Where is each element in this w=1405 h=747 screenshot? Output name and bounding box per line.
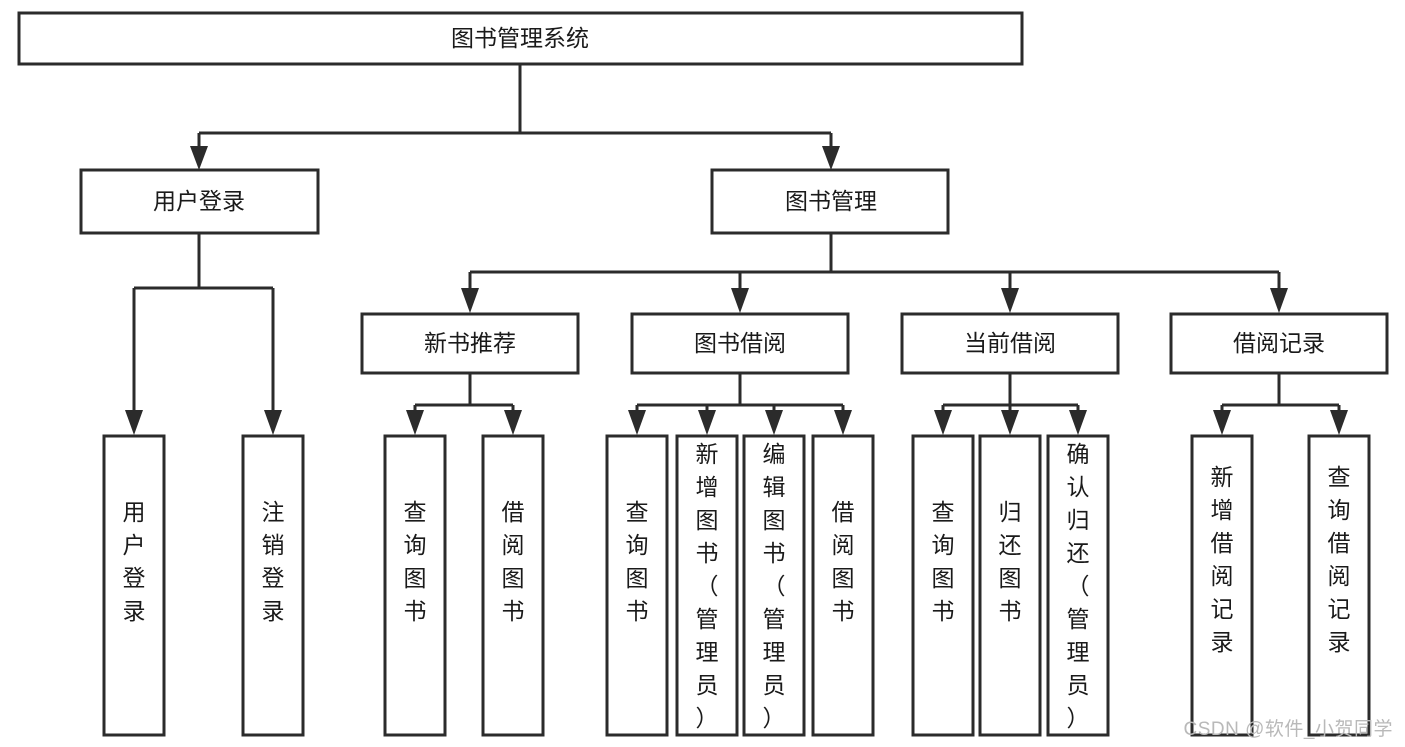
root-box[interactable] <box>17 11 1024 66</box>
leaf-query-book-1-box[interactable] <box>383 434 447 737</box>
arrow-current-borrow-to-leaf-query-book-3 <box>934 410 952 435</box>
arrow-current-borrow-to-leaf-return-book <box>1001 410 1019 435</box>
arrow-root-to-book-manage <box>822 146 840 170</box>
leaf-return-book-label: 归还图书 <box>999 499 1022 624</box>
connector-book-manage-trunk <box>468 233 1281 292</box>
leaf-add-record-box[interactable] <box>1190 434 1254 737</box>
arrow-book-manage-to-new-book-recommend <box>461 288 479 313</box>
leaf-edit-book-box[interactable] <box>742 434 806 737</box>
node-book-manage[interactable]: 图书管理 <box>710 168 950 235</box>
node-leaf-query-book-2[interactable]: 查询图书 <box>605 434 669 737</box>
arrow-book-manage-to-current-borrow <box>1001 288 1019 313</box>
arrow-borrow-record-to-leaf-query-record <box>1330 410 1348 435</box>
leaf-add-book-label: 新增图书（管理员） <box>696 441 719 731</box>
leaf-user-logout-label: 注销登录 <box>262 499 285 624</box>
arrow-new-book-recommend-to-leaf-borrow-book-1 <box>504 410 522 435</box>
node-root[interactable]: 图书管理系统 <box>17 11 1024 66</box>
connector-book-borrow-trunk <box>635 373 845 414</box>
node-leaf-query-book-1[interactable]: 查询图书 <box>383 434 447 737</box>
node-leaf-borrow-book-1[interactable]: 借阅图书 <box>481 434 545 737</box>
node-user-login[interactable]: 用户登录 <box>79 168 320 235</box>
new-book-recommend-box[interactable] <box>360 312 580 375</box>
root-label: 图书管理系统 <box>451 25 589 51</box>
book-manage-label: 图书管理 <box>785 188 877 214</box>
leaf-confirm-return-label: 确认归还（管理员） <box>1067 441 1090 731</box>
node-borrow-record[interactable]: 借阅记录 <box>1169 312 1389 375</box>
leaf-query-book-2-label: 查询图书 <box>626 499 649 624</box>
leaf-query-record-label: 查询借阅记录 <box>1328 464 1351 655</box>
leaf-borrow-book-2-label: 借阅图书 <box>832 499 855 624</box>
connector-borrow-record-trunk <box>1220 373 1341 414</box>
connector-layer <box>125 64 1348 435</box>
arrow-borrow-record-to-leaf-add-record <box>1213 410 1231 435</box>
node-book-borrow[interactable]: 图书借阅 <box>630 312 850 375</box>
leaf-add-book-box[interactable] <box>675 434 739 737</box>
leaf-confirm-return-box[interactable] <box>1046 434 1110 737</box>
leaf-user-login-box[interactable] <box>102 434 166 737</box>
current-borrow-label: 当前借阅 <box>964 330 1056 356</box>
node-new-book-recommend[interactable]: 新书推荐 <box>360 312 580 375</box>
arrow-book-borrow-to-leaf-add-book <box>698 410 716 435</box>
arrow-user-login-to-leaf-user-logout <box>264 410 282 435</box>
node-leaf-confirm-return[interactable]: 确认归还（管理员） <box>1046 434 1110 737</box>
arrow-book-borrow-to-leaf-query-book-2 <box>628 410 646 435</box>
arrow-root-to-user-login <box>190 146 208 170</box>
book-manage-box[interactable] <box>710 168 950 235</box>
arrow-current-borrow-to-leaf-confirm-return <box>1069 410 1087 435</box>
node-leaf-edit-book[interactable]: 编辑图书（管理员） <box>742 434 806 737</box>
node-current-borrow[interactable]: 当前借阅 <box>900 312 1120 375</box>
borrow-record-label: 借阅记录 <box>1233 330 1325 356</box>
arrow-book-borrow-to-leaf-borrow-book-2 <box>834 410 852 435</box>
node-leaf-return-book[interactable]: 归还图书 <box>978 434 1042 737</box>
leaf-borrow-book-1-box[interactable] <box>481 434 545 737</box>
connector-user-login-trunk <box>132 233 275 414</box>
arrow-new-book-recommend-to-leaf-query-book-1 <box>406 410 424 435</box>
leaf-query-book-3-label: 查询图书 <box>932 499 955 624</box>
leaf-query-book-2-box[interactable] <box>605 434 669 737</box>
node-leaf-add-book[interactable]: 新增图书（管理员） <box>675 434 739 737</box>
leaf-borrow-book-2-box[interactable] <box>811 434 875 737</box>
node-leaf-user-logout[interactable]: 注销登录 <box>241 434 305 737</box>
leaf-query-record-box[interactable] <box>1307 434 1371 737</box>
book-borrow-label: 图书借阅 <box>694 330 786 356</box>
leaf-query-book-3-box[interactable] <box>911 434 975 737</box>
arrow-book-borrow-to-leaf-edit-book <box>765 410 783 435</box>
leaf-return-book-box[interactable] <box>978 434 1042 737</box>
user-login-box[interactable] <box>79 168 320 235</box>
leaf-user-logout-box[interactable] <box>241 434 305 737</box>
node-leaf-borrow-book-2[interactable]: 借阅图书 <box>811 434 875 737</box>
connector-new-book-recommend-trunk <box>413 373 515 414</box>
node-leaf-add-record[interactable]: 新增借阅记录 <box>1190 434 1254 737</box>
connector-root-trunk <box>197 64 833 152</box>
leaf-add-record-label: 新增借阅记录 <box>1211 464 1234 655</box>
csdn-watermark: CSDN @软件_小贺同学 <box>1183 719 1393 740</box>
arrow-user-login-to-leaf-user-login <box>125 410 143 435</box>
book-borrow-box[interactable] <box>630 312 850 375</box>
user-login-label: 用户登录 <box>153 188 245 214</box>
node-leaf-query-book-3[interactable]: 查询图书 <box>911 434 975 737</box>
leaf-borrow-book-1-label: 借阅图书 <box>502 499 525 624</box>
node-leaf-user-login[interactable]: 用户登录 <box>102 434 166 737</box>
borrow-record-box[interactable] <box>1169 312 1389 375</box>
leaf-user-login-label: 用户登录 <box>123 499 146 624</box>
leaf-query-book-1-label: 查询图书 <box>404 499 427 624</box>
node-leaf-query-record[interactable]: 查询借阅记录 <box>1307 434 1371 737</box>
current-borrow-box[interactable] <box>900 312 1120 375</box>
arrow-book-manage-to-borrow-record <box>1270 288 1288 313</box>
connector-current-borrow-trunk <box>941 373 1080 414</box>
new-book-recommend-label: 新书推荐 <box>424 330 516 356</box>
arrow-book-manage-to-book-borrow <box>731 288 749 313</box>
leaf-edit-book-label: 编辑图书（管理员） <box>763 441 786 731</box>
